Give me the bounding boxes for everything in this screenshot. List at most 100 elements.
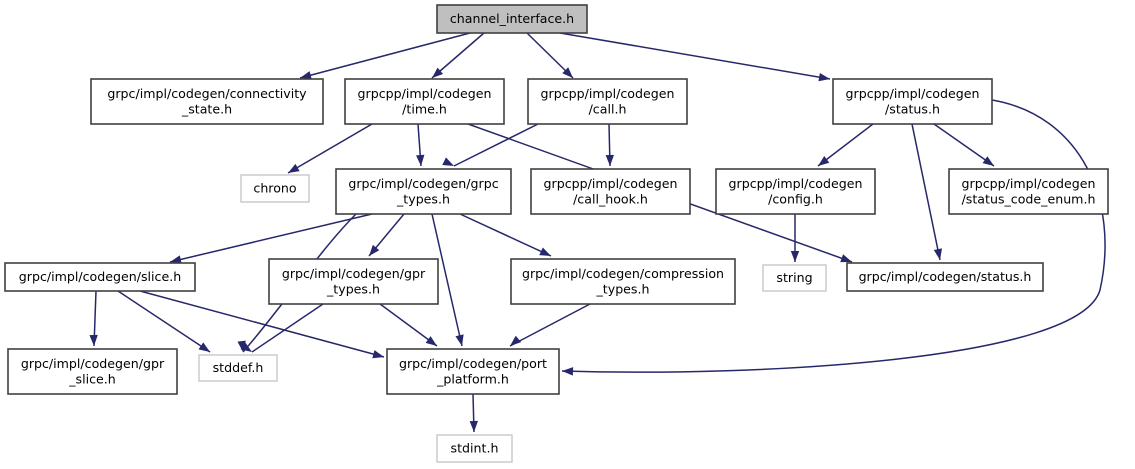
arrowhead [539, 247, 551, 256]
node-box [948, 168, 1109, 215]
node-label: grpc/impl/codegen/gpr [282, 266, 426, 281]
node-call_hook[interactable]: grpcpp/impl/codegen/call_hook.h [530, 168, 691, 215]
node-label: _types.h [326, 281, 380, 296]
node-label: _types.h [396, 191, 450, 206]
node-label: grpc/impl/codegen/gpr [21, 356, 165, 371]
node-gpr_slice[interactable]: grpc/impl/codegen/gpr_slice.h [7, 348, 178, 395]
edge-call-to-grpc_types [453, 123, 539, 167]
node-slice[interactable]: grpc/impl/codegen/slice.h [4, 262, 196, 292]
node-box [7, 348, 178, 395]
node-label: /status.h [885, 101, 940, 116]
node-label: _platform.h [436, 371, 509, 386]
arrowhead [840, 254, 852, 263]
node-label: stdint.h [451, 441, 499, 456]
edge-status_cpp-to-port_platform [561, 99, 1106, 373]
node-grpc_types[interactable]: grpc/impl/codegen/grpc_types.h [335, 168, 512, 215]
node-stddef[interactable]: stddef.h [198, 354, 278, 382]
edge-slice-to-stddef [117, 290, 211, 353]
node-label: grpcpp/impl/codegen [962, 176, 1096, 191]
node-box [198, 354, 278, 382]
node-label: _types.h [596, 281, 650, 296]
edge-root-to-status_cpp [559, 32, 831, 80]
arrowhead [425, 336, 437, 346]
edge-status_cpp-to-config [817, 123, 874, 167]
node-label: grpc/impl/codegen/grpc [348, 176, 498, 191]
node-label: grpcpp/impl/codegen [358, 86, 492, 101]
node-box [846, 262, 1044, 292]
arrowhead [369, 244, 380, 256]
edges-layer [93, 32, 1106, 433]
edge-status_cpp-to-status_code_enum [933, 123, 995, 167]
arrowhead [562, 367, 574, 376]
edge-slice-to-port_platform [139, 290, 385, 358]
node-label: grpc/impl/codegen/connectivity [107, 86, 307, 101]
edge-gpr_types-to-port_platform [379, 303, 438, 347]
node-box [268, 258, 439, 305]
node-port_platform[interactable]: grpc/impl/codegen/port_platform.h [386, 348, 560, 395]
arrowhead [933, 248, 943, 260]
node-status_cpp[interactable]: grpcpp/impl/codegen/status.h [832, 78, 993, 125]
node-label: /call.h [589, 101, 627, 116]
arrowheads-layer [89, 67, 994, 432]
node-label: /call_hook.h [573, 191, 648, 206]
node-box [240, 174, 310, 203]
arrowhead [469, 420, 479, 432]
node-time[interactable]: grpcpp/impl/codegen/time.h [344, 78, 505, 125]
node-box [335, 168, 512, 215]
arrowhead [300, 71, 312, 80]
node-root[interactable]: channel_interface.h [436, 4, 588, 34]
node-box [762, 264, 827, 292]
node-box [527, 78, 688, 125]
edge-root-to-time [431, 32, 485, 79]
edge-root-to-connectivity [299, 32, 471, 79]
arrowhead [790, 251, 800, 262]
node-status_code_enum[interactable]: grpcpp/impl/codegen/status_code_enum.h [948, 168, 1109, 215]
edge-grpc_types-to-port_platform [431, 213, 463, 347]
edge-compression_types-to-port_platform [509, 303, 591, 347]
node-label: /status_code_enum.h [962, 191, 1096, 206]
node-label: grpcpp/impl/codegen [846, 86, 980, 101]
arrowhead [432, 67, 444, 78]
node-label: _slice.h [68, 371, 116, 386]
node-label: grpc/impl/codegen/status.h [859, 269, 1032, 284]
arrowhead [818, 72, 830, 82]
arrowhead [288, 163, 300, 173]
node-label: channel_interface.h [450, 11, 574, 26]
arrowhead [198, 342, 210, 352]
node-label: stddef.h [213, 360, 264, 375]
node-config[interactable]: grpcpp/impl/codegen/config.h [715, 168, 876, 215]
node-label: /config.h [768, 191, 823, 206]
node-call[interactable]: grpcpp/impl/codegen/call.h [527, 78, 688, 125]
node-label: string [776, 270, 812, 285]
node-label: grpc/impl/codegen/port [399, 356, 547, 371]
node-label: chrono [253, 181, 296, 196]
node-box [4, 262, 196, 292]
node-compression_types[interactable]: grpc/impl/codegen/compression_types.h [510, 258, 736, 305]
node-label: /time.h [402, 101, 447, 116]
arrowhead [510, 335, 522, 346]
arrowhead [89, 334, 98, 346]
node-stdint[interactable]: stdint.h [436, 434, 513, 463]
node-box [344, 78, 505, 125]
node-status_c[interactable]: grpc/impl/codegen/status.h [846, 262, 1044, 292]
node-label: grpcpp/impl/codegen [729, 176, 863, 191]
node-box [386, 348, 560, 395]
arrowhead [605, 154, 615, 166]
node-box [832, 78, 993, 125]
node-box [530, 168, 691, 215]
node-chrono[interactable]: chrono [240, 174, 310, 203]
node-gpr_types[interactable]: grpc/impl/codegen/gpr_types.h [268, 258, 439, 305]
node-string[interactable]: string [762, 264, 827, 292]
arrowhead [562, 67, 573, 78]
node-label: grpcpp/impl/codegen [544, 176, 678, 191]
node-box [436, 434, 513, 463]
node-connectivity[interactable]: grpc/impl/codegen/connectivity_state.h [90, 78, 324, 125]
edge-grpc_types-to-compression_types [459, 213, 552, 257]
arrowhead [372, 350, 384, 359]
arrowhead [818, 156, 830, 166]
edge-grpc_types-to-slice [169, 213, 373, 263]
node-box [436, 4, 588, 34]
arrowhead [455, 334, 464, 346]
node-box [510, 258, 736, 305]
